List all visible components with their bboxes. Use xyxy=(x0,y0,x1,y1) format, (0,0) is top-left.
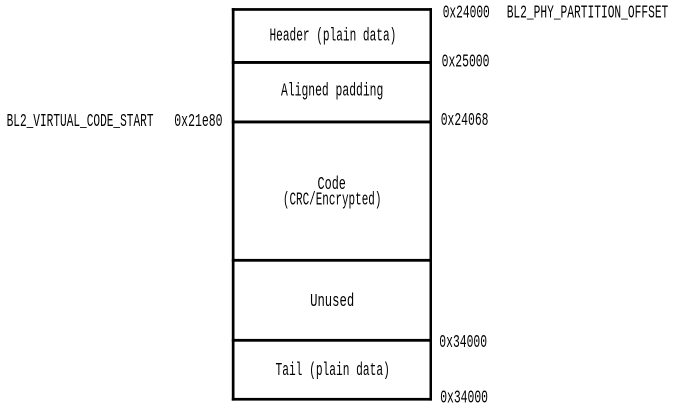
svg-text:0x24000: 0x24000 xyxy=(443,4,490,24)
svg-text:Aligned padding: Aligned padding xyxy=(281,82,383,102)
svg-text:Unused: Unused xyxy=(310,292,354,312)
svg-text:0x34000: 0x34000 xyxy=(439,333,487,353)
svg-text:BL2_VIRTUAL_CODE_START: BL2_VIRTUAL_CODE_START xyxy=(7,112,154,132)
svg-text:Tail (plain data): Tail (plain data) xyxy=(276,361,390,381)
svg-text:0x24068: 0x24068 xyxy=(441,111,489,131)
svg-text:0x21e80: 0x21e80 xyxy=(174,112,222,132)
svg-text:Header (plain data): Header (plain data) xyxy=(270,27,397,47)
svg-text:BL2_PHY_PARTITION_OFFSET: BL2_PHY_PARTITION_OFFSET xyxy=(507,4,669,24)
svg-text:0x25000: 0x25000 xyxy=(442,52,490,72)
svg-text:Code: Code xyxy=(318,175,346,195)
svg-text:0x34000: 0x34000 xyxy=(440,388,488,408)
svg-text:(CRC/Encrypted): (CRC/Encrypted) xyxy=(283,190,382,210)
